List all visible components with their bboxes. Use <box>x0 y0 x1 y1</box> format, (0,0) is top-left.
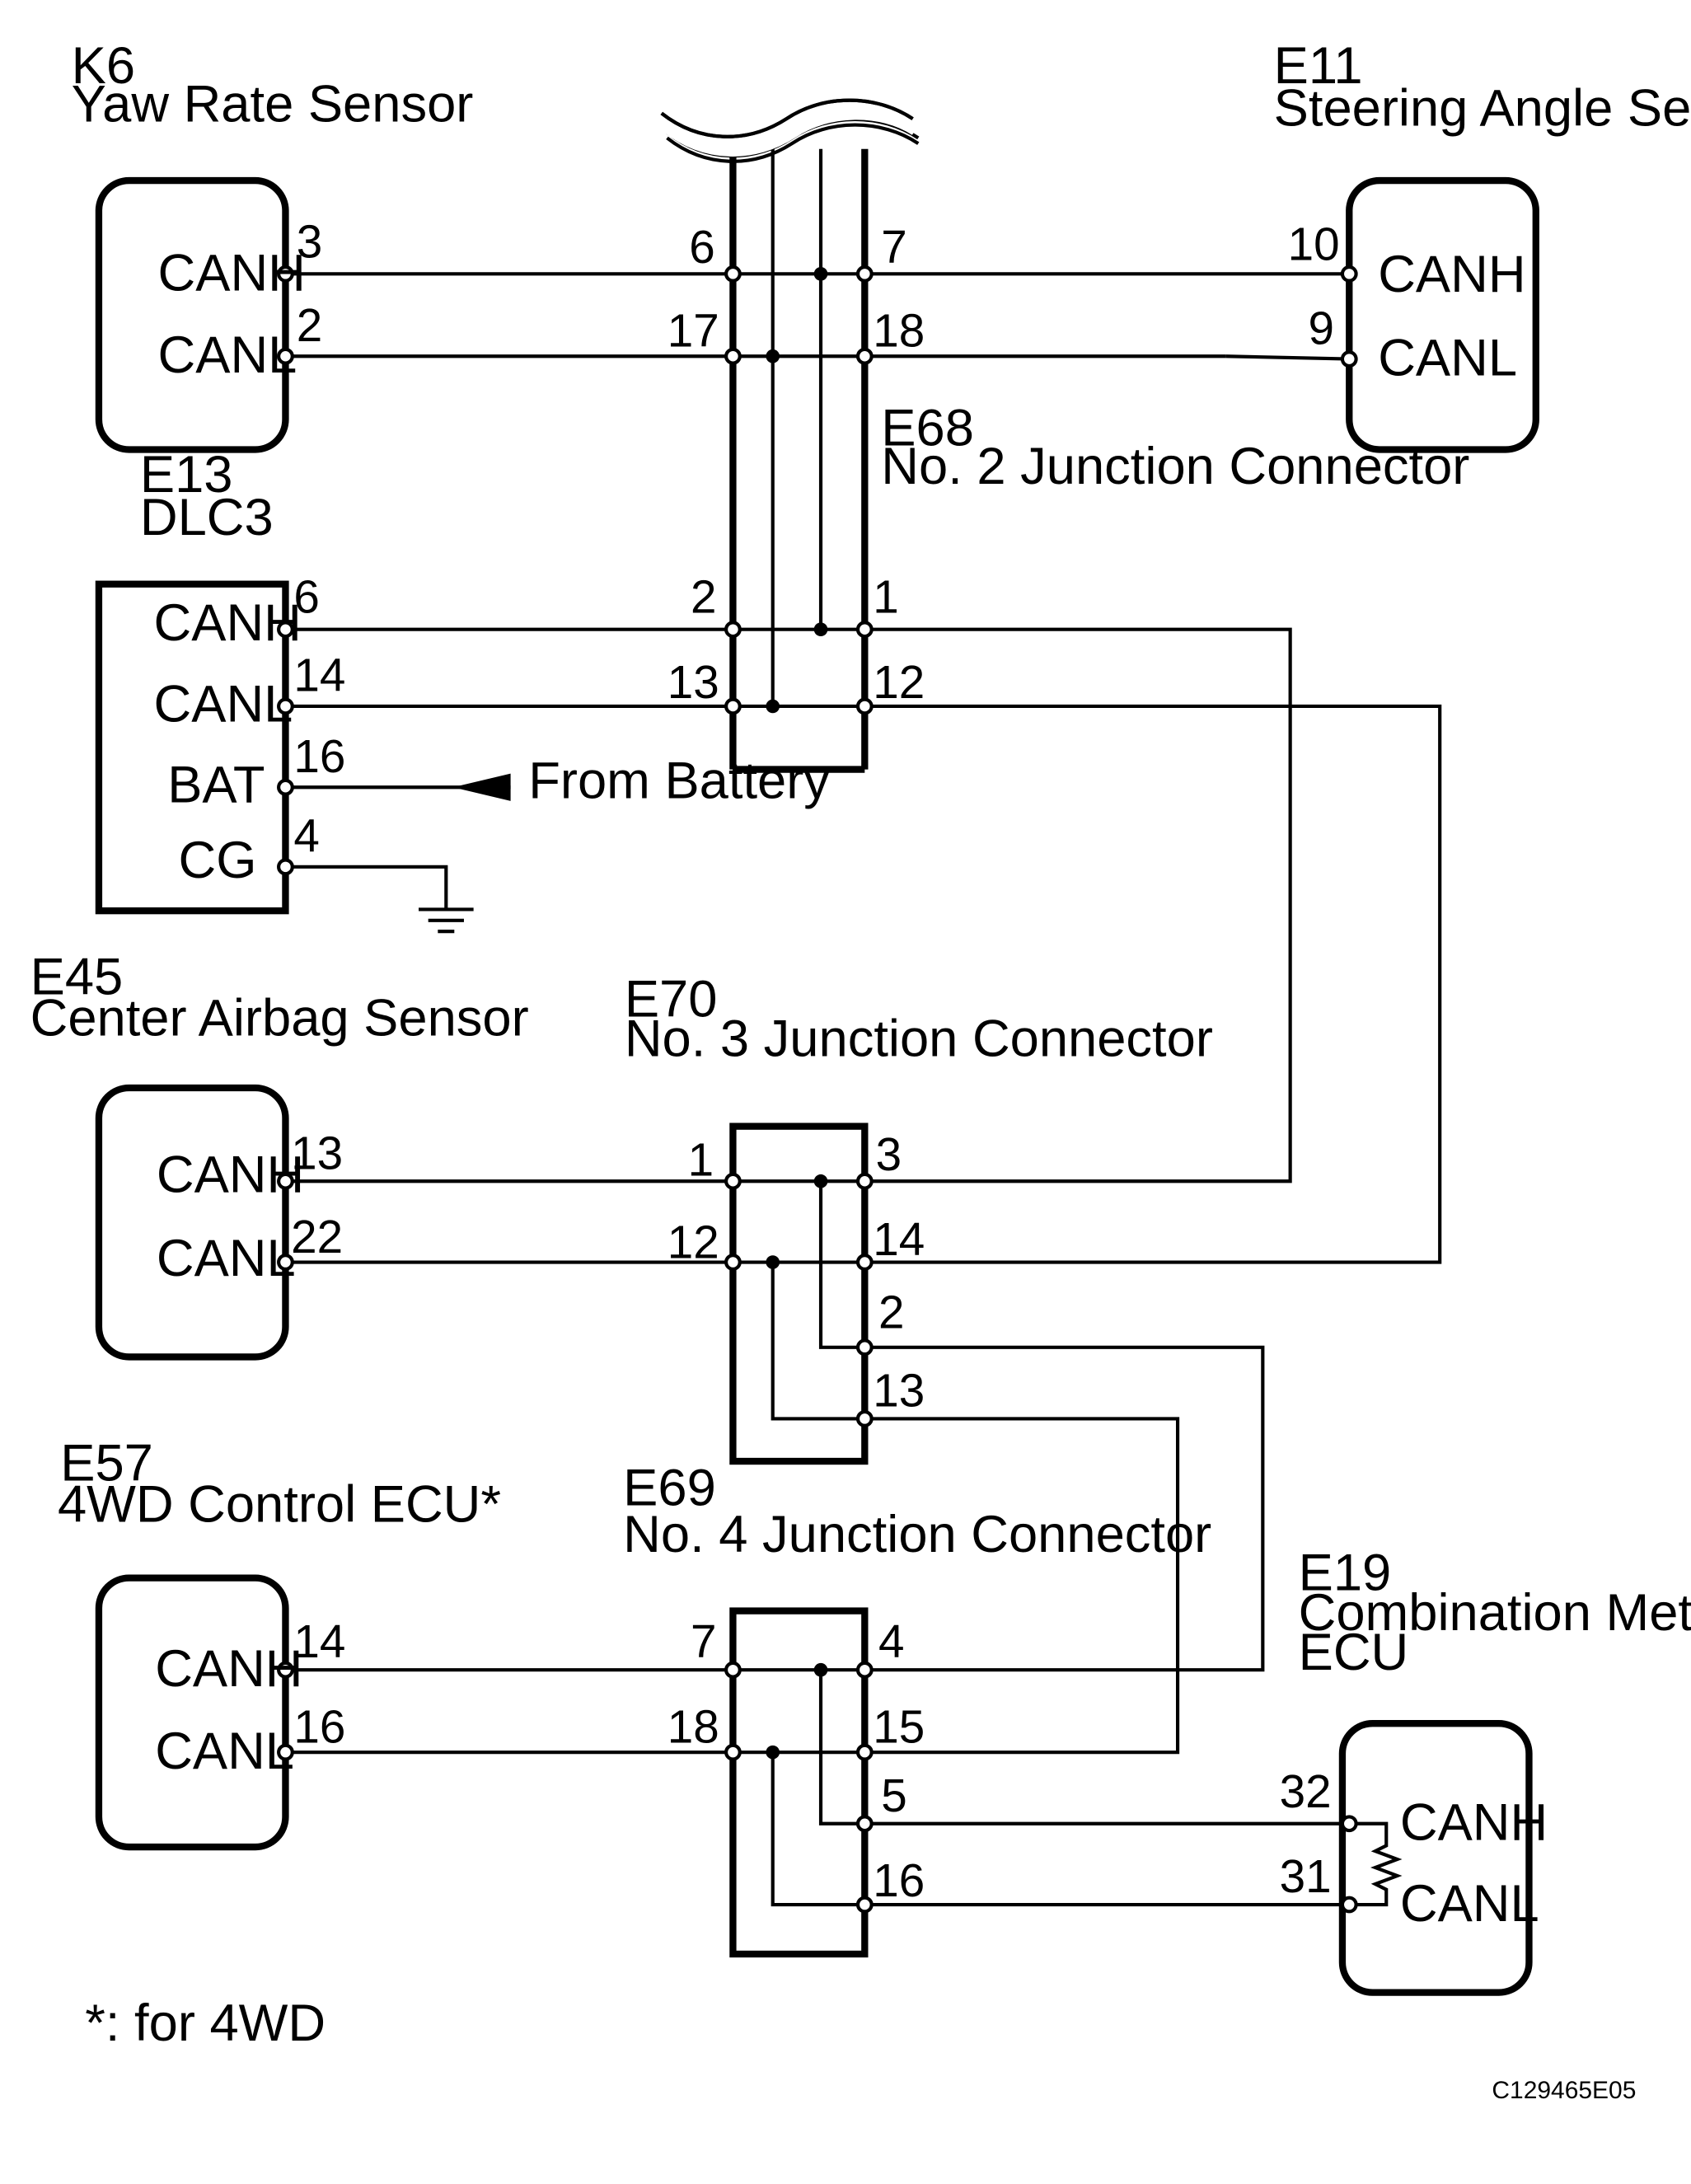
e57-name: 4WD Control ECU* <box>58 1475 501 1533</box>
e19-combination-meter-ecu-box <box>1338 1720 1533 1996</box>
e45-pin-canh: CANH <box>157 1146 304 1204</box>
e68-pin-number: 18 <box>873 305 925 357</box>
e19-pin-canl: CANL <box>1400 1875 1539 1933</box>
e70-pin-number: 13 <box>873 1364 925 1416</box>
figure-code: C129465E05 <box>1492 2077 1636 2104</box>
battery-arrow-icon <box>452 773 511 801</box>
k6-pin-canh: CANH <box>158 244 306 302</box>
e70-pin-number: 2 <box>878 1286 904 1338</box>
e57-code: E57 <box>60 1434 153 1492</box>
k6-name: Yaw Rate Sensor <box>72 75 474 133</box>
e13-pin-bat: BAT <box>167 757 265 814</box>
e68-code: E68 <box>881 400 974 457</box>
e45-name: Center Airbag Sensor <box>30 990 529 1047</box>
k6-pin-number: 2 <box>297 299 322 351</box>
e57-pin-number: 16 <box>293 1700 345 1752</box>
e70-pin-number: 12 <box>668 1216 719 1268</box>
e70-junction-connector <box>729 1122 869 1465</box>
e19-pin-number: 31 <box>1280 1850 1332 1902</box>
e19-pin-number: 32 <box>1280 1765 1332 1817</box>
k6-pin-number: 3 <box>297 215 322 267</box>
e57-4wd-control-ecu-box <box>95 1574 289 1851</box>
e45-center-airbag-sensor-box <box>95 1084 289 1361</box>
terminals <box>277 265 1358 1914</box>
e68-pin-number: 2 <box>691 571 716 623</box>
e11-name: Steering Angle Sensor <box>1274 79 1691 137</box>
e11-steering-angle-sensor-box <box>1346 176 1539 453</box>
e57-pin-number: 14 <box>293 1615 345 1667</box>
e68-pin-number: 6 <box>689 221 714 273</box>
e57-pin-canl: CANL <box>155 1722 294 1780</box>
e68-name: No. 2 Junction Connector <box>881 438 1469 495</box>
ground-icon <box>419 907 474 934</box>
e70-pin-number: 3 <box>876 1128 902 1180</box>
e69-junction-connector <box>729 1607 869 1958</box>
e13-pin-number: 14 <box>293 649 345 701</box>
e11-pin-number: 9 <box>1308 302 1333 354</box>
e68-pin-number: 1 <box>873 571 898 623</box>
splice-points <box>766 266 828 1760</box>
e19-pin-canh: CANH <box>1400 1794 1548 1852</box>
e68-pin-number: 7 <box>881 221 906 273</box>
e70-code: E70 <box>625 970 718 1028</box>
e11-code: E11 <box>1274 37 1363 95</box>
wires <box>285 272 1442 1907</box>
e70-name: No. 3 Junction Connector <box>625 1010 1213 1068</box>
e11-pin-canl: CANL <box>1378 330 1517 387</box>
k6-pin-canl: CANL <box>158 326 297 384</box>
e57-pin-canh: CANH <box>155 1640 302 1698</box>
e68-pin-number: 13 <box>668 656 719 708</box>
e13-pin-canh: CANH <box>154 594 302 652</box>
e13-pin-number: 16 <box>293 730 345 782</box>
e69-pin-number: 16 <box>873 1854 925 1906</box>
e13-pin-cg: CG <box>179 832 257 889</box>
e69-pin-number: 15 <box>873 1700 925 1752</box>
e45-pin-canl: CANL <box>157 1230 296 1287</box>
k6-code: K6 <box>72 37 135 95</box>
e69-pin-number: 18 <box>668 1700 719 1752</box>
e13-name: DLC3 <box>140 489 274 546</box>
battery-label: From Battery <box>528 752 830 810</box>
e45-code: E45 <box>30 949 124 1006</box>
e69-code: E69 <box>623 1459 716 1516</box>
e70-pin-number: 14 <box>873 1213 925 1265</box>
e13-code: E13 <box>140 446 233 504</box>
e13-pin-number: 6 <box>293 571 319 623</box>
e70-pin-number: 1 <box>688 1134 714 1186</box>
e68-junction-connector <box>660 98 920 773</box>
e13-pin-number: 4 <box>293 810 319 862</box>
e19-name-line2: ECU <box>1299 1624 1409 1681</box>
e68-pin-number: 17 <box>668 305 719 357</box>
e11-pin-canh: CANH <box>1378 246 1525 303</box>
k6-yaw-rate-sensor-box <box>95 176 289 453</box>
footnote: *: for 4WD <box>85 1994 326 2052</box>
e69-pin-number: 5 <box>881 1769 906 1821</box>
e69-pin-number: 7 <box>691 1615 716 1667</box>
e19-name-line1: Combination Meter <box>1299 1584 1691 1642</box>
e13-pin-canl: CANL <box>154 675 293 733</box>
e19-code: E19 <box>1299 1544 1392 1602</box>
e13-dlc3-box <box>95 580 289 915</box>
e11-pin-number: 10 <box>1288 218 1340 270</box>
resistor-icon <box>1349 1821 1403 1907</box>
e45-pin-number: 22 <box>291 1211 343 1263</box>
e68-pin-number: 12 <box>873 656 925 708</box>
e69-pin-number: 4 <box>878 1615 904 1667</box>
e69-name: No. 4 Junction Connector <box>623 1506 1211 1563</box>
e45-pin-number: 13 <box>291 1127 343 1179</box>
